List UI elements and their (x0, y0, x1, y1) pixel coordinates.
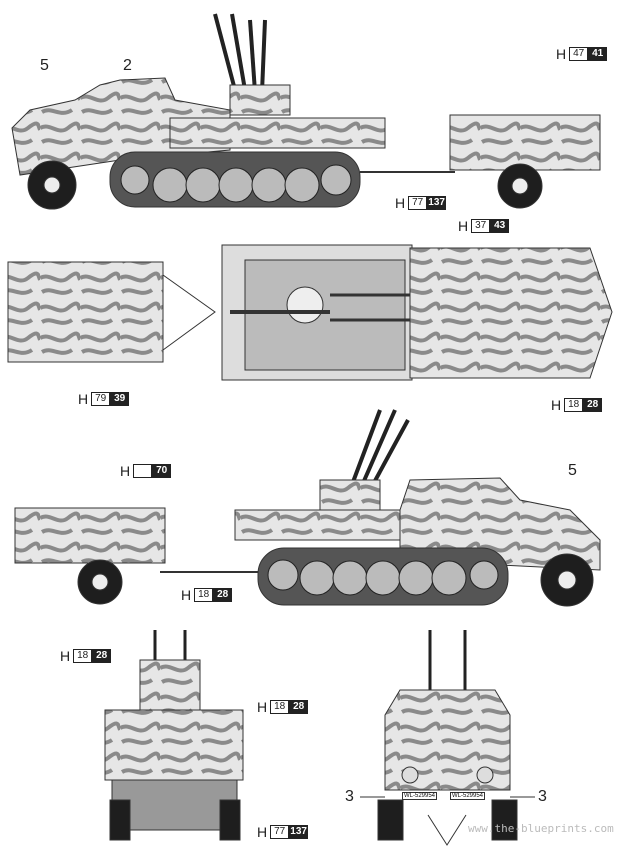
callout-white-value: 18 (194, 588, 214, 602)
rear-view (104, 630, 244, 841)
callout-black-value: 28 (92, 649, 112, 663)
callout-prefix: H (120, 463, 131, 479)
callout-prefix: H (181, 587, 192, 603)
callout-black-value: 39 (110, 392, 130, 406)
part-number-5: 5 (568, 462, 577, 479)
callout-prefix: H (78, 391, 89, 407)
part-number-3: 3 (345, 788, 354, 805)
side-view-1 (11, 13, 601, 210)
callout-white-value: 77 (270, 825, 290, 839)
callout-white-value: 18 (564, 398, 584, 412)
callout-white-value: 18 (270, 700, 290, 714)
callout-white-value: 18 (73, 649, 93, 663)
callout-black-value: 70 (152, 464, 172, 478)
license-plate: WL-529954 (450, 792, 486, 800)
callout-prefix: H (556, 46, 567, 62)
part-number-3: 3 (538, 788, 547, 805)
callout-prefix: H (458, 218, 469, 234)
callout-black-value: 137 (427, 196, 447, 210)
callout-prefix: H (257, 824, 268, 840)
watermark: www.the-blueprints.com (468, 822, 614, 835)
callout-white-value (133, 464, 153, 478)
callout-black-value: 28 (213, 588, 233, 602)
callout-prefix: H (257, 699, 268, 715)
callout-prefix: H (60, 648, 71, 664)
callout-white-value: 37 (471, 219, 491, 233)
height-callout: H 70 (120, 463, 172, 479)
part-number-5: 5 (40, 57, 49, 74)
top-view (7, 244, 613, 381)
license-plate: WL-529954 (402, 792, 438, 800)
callout-black-value: 137 (289, 825, 309, 839)
callout-black-value: 43 (490, 219, 510, 233)
callout-prefix: H (551, 397, 562, 413)
part-number-2: 2 (123, 57, 132, 74)
front-view (360, 630, 535, 846)
callout-black-value: 28 (289, 700, 309, 714)
callout-prefix: H (395, 195, 406, 211)
callout-white-value: 47 (569, 47, 589, 61)
callout-black-value: 41 (588, 47, 608, 61)
callout-black-value: 28 (583, 398, 603, 412)
callout-white-value: 79 (91, 392, 111, 406)
callout-white-value: 77 (408, 196, 428, 210)
side-view-2 (14, 409, 601, 607)
